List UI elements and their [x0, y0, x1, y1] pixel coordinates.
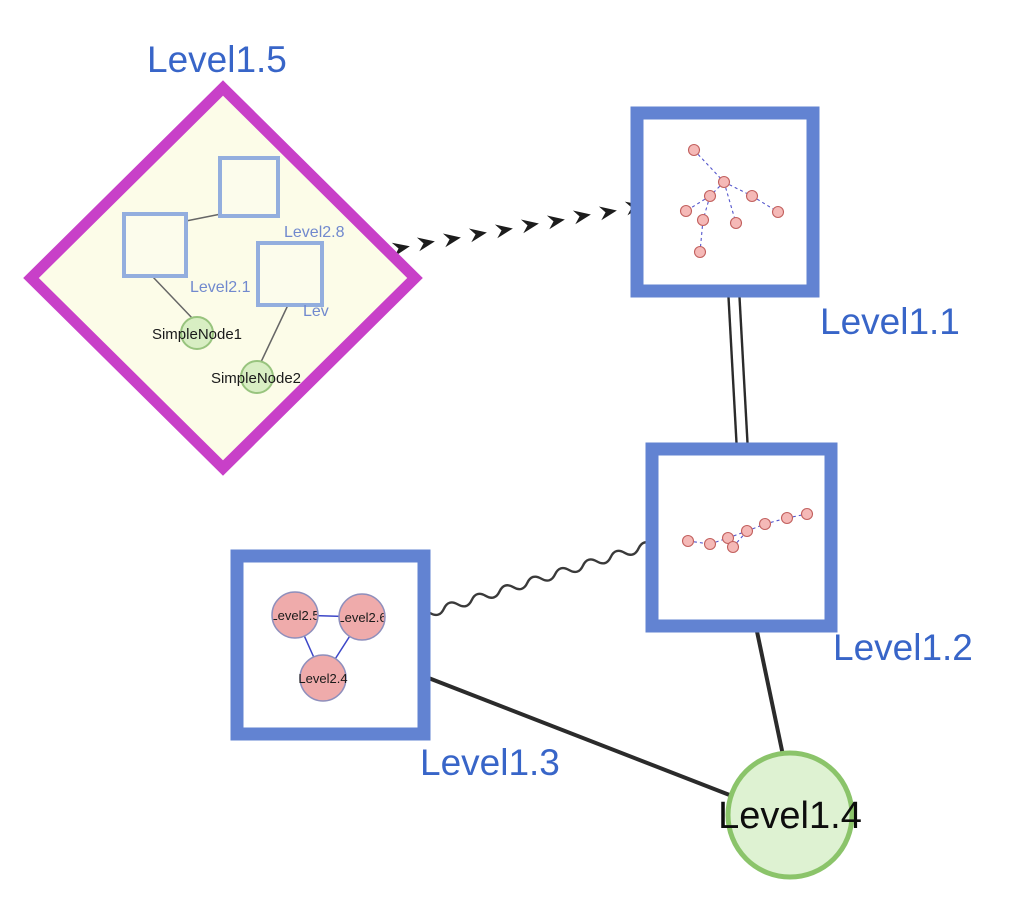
level1-2-mini-nodes [681, 507, 814, 554]
level1-5-inner-edges [151, 213, 289, 363]
label-level2-8: Level2.8 [284, 224, 345, 241]
level1-1-mini-nodes [679, 143, 785, 259]
node-level1-4-circle[interactable] [725, 750, 855, 880]
label-level2-4: Level2.4 [298, 671, 347, 686]
label-level2-5: Level2.5 [270, 608, 319, 623]
node-level1-5-group: Level2.8 Level2.1 Lev SimpleNode1 Simple… [23, 80, 423, 476]
label-level2-1: Level2.1 [190, 279, 251, 296]
node-level1-1-group [630, 106, 820, 298]
label-level1-3: Level1.3 [420, 742, 560, 783]
node-level2-8-square[interactable] [218, 156, 280, 218]
node-level2-4-circle[interactable] [299, 654, 347, 702]
node-level1-3-square[interactable] [230, 549, 431, 741]
label-simplenode1: SimpleNode1 [152, 326, 242, 343]
label-level2-x: Lev [303, 303, 329, 320]
node-level1-1-square[interactable] [630, 106, 820, 298]
edge-level1-3-to-level1-2[interactable] [428, 541, 654, 617]
label-level1-5: Level1.5 [147, 39, 287, 80]
node-level2-5-circle[interactable] [271, 591, 319, 639]
label-simplenode2: SimpleNode2 [211, 370, 301, 387]
edges-layer [391, 201, 786, 803]
edge-level1-3-to-level1-4[interactable] [425, 675, 746, 803]
node-level2-6-circle[interactable] [338, 593, 386, 641]
node-level1-4-group: Level1.4 [718, 750, 862, 880]
node-level1-2-group [645, 442, 838, 633]
label-level1-4: Level1.4 [718, 795, 862, 837]
label-level1-2: Level1.2 [833, 627, 973, 668]
node-level1-3-group: Level2.5 Level2.6 Level2.4 [230, 549, 431, 741]
node-level2-1-square[interactable] [122, 212, 188, 278]
edge-level1-5-to-level1-1[interactable] [391, 201, 643, 257]
node-level1-5-diamond[interactable] [23, 80, 423, 476]
node-level2-x-square[interactable] [256, 241, 324, 307]
node-simplenode1-circle[interactable] [180, 316, 214, 350]
node-simplenode2-circle[interactable] [240, 360, 274, 394]
label-level2-6: Level2.6 [337, 610, 386, 625]
label-level1-1: Level1.1 [820, 301, 960, 342]
edge-level1-2-to-level1-4[interactable] [753, 621, 786, 761]
edge-level1-1-to-level1-2[interactable] [726, 287, 750, 453]
